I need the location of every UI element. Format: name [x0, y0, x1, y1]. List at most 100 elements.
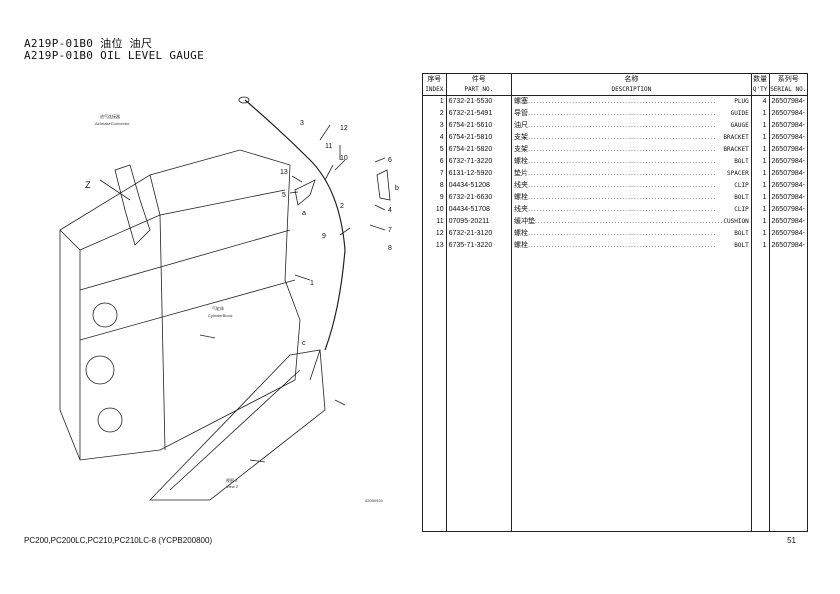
table-filler [422, 252, 809, 532]
callout-8: 8 [388, 245, 392, 252]
row-qty: 1 [750, 156, 770, 168]
row-index: 2 [422, 108, 447, 120]
callout-2: 2 [340, 203, 344, 210]
row-description: 螺栓 BOLT [510, 228, 752, 240]
air-intake-connector [114, 164, 151, 246]
desc-cn: 螺栓 [513, 194, 528, 201]
desc-en: CUSHION [723, 218, 749, 225]
row-qty: 1 [750, 216, 770, 228]
leader-dots [528, 192, 734, 204]
desc-en: BRACKET [723, 134, 749, 141]
row-description: 支架 BRACKET [510, 144, 752, 156]
view-z-label-en: View Z [226, 484, 239, 489]
row-qty: 1 [750, 180, 770, 192]
row-index: 4 [422, 132, 447, 144]
row-serial: 26507984- [768, 120, 809, 132]
leader-dots [535, 216, 723, 228]
callout-4: 4 [388, 207, 392, 214]
cylinder-label-cn: 气缸体 [212, 305, 224, 311]
row-description: 垫片SPACER [510, 168, 752, 180]
row-serial: 26507984- [768, 108, 809, 120]
desc-cn: 线夹 [513, 206, 528, 213]
leader-dots [528, 96, 734, 108]
row-description: 油尺 GAUGE [510, 120, 752, 132]
desc-en: BRACKET [723, 146, 749, 153]
row-part-no: 6732-21-3120 [445, 228, 512, 240]
desc-en: BOLT [734, 158, 749, 165]
row-index: 6 [422, 156, 447, 168]
desc-cn: 螺栓 [513, 230, 528, 237]
row-index: 7 [422, 168, 447, 180]
row-part-no: 04434-51208 [445, 180, 512, 192]
desc-en: CLIP [734, 182, 749, 189]
callout-6: 6 [388, 157, 392, 164]
row-part-no: 6754-21-5810 [445, 132, 512, 144]
desc-cn: 螺塞 [513, 98, 528, 105]
desc-cn: 线夹 [513, 182, 528, 189]
row-serial: 26507984- [768, 180, 809, 192]
desc-cn: 油尺 [513, 122, 528, 129]
row-description: 螺塞 PLUG [510, 95, 752, 108]
desc-cn: 螺栓 [513, 158, 528, 165]
leader-dots [528, 144, 723, 156]
desc-cn: 垫片 [513, 170, 528, 177]
dipstick-guide [244, 99, 346, 351]
row-index: 3 [422, 120, 447, 132]
footer-models: PC200,PC200LC,PC210,PC210LC-8 (YCPB20080… [24, 536, 213, 545]
desc-en: BOLT [734, 230, 749, 237]
row-part-no: 6732-21-5530 [445, 95, 512, 108]
view-z-label-cn: 视图 Z [226, 477, 238, 483]
engine-block-outline [59, 149, 301, 461]
desc-en: GUIDE [730, 110, 749, 117]
leader-dots [528, 156, 734, 168]
callout-9: 9 [322, 233, 326, 240]
callout-7: 7 [388, 227, 392, 234]
row-description: 线夹CLIP [510, 204, 752, 216]
desc-en: GAUGE [730, 122, 749, 129]
row-description: 支架BRACKET [510, 132, 752, 144]
row-index: 8 [422, 180, 447, 192]
row-description: 缓冲垫CUSHION [510, 216, 752, 228]
row-index: 1 [422, 95, 447, 108]
row-qty: 1 [750, 240, 770, 252]
desc-cn: 支架 [513, 146, 528, 153]
row-serial: 26507984- [768, 228, 809, 240]
row-serial: 26507984- [768, 95, 809, 108]
air-intake-label-en: AirIntakeConnector [95, 121, 130, 126]
row-part-no: 6732-21-5491 [445, 108, 512, 120]
row-part-no: 6754-21-5820 [445, 144, 512, 156]
row-serial: 26507984- [768, 192, 809, 204]
row-description: 螺栓 BOLT [510, 156, 752, 168]
desc-en: PLUG [734, 98, 749, 105]
ref-b: b [395, 185, 399, 192]
cylinder-label-en: CylinderBlock [208, 313, 232, 318]
row-part-no: 6732-71-3220 [445, 156, 512, 168]
callout-3: 3 [300, 120, 304, 127]
ref-c: c [302, 340, 306, 347]
row-serial: 26507984- [768, 132, 809, 144]
row-description: 螺栓BOLT [510, 192, 752, 204]
leader-dots [528, 180, 734, 192]
row-serial: 26507984- [768, 204, 809, 216]
drawing-number: 92050920 [365, 498, 384, 503]
row-index: 9 [422, 192, 447, 204]
title-en: A219P-01B0 OIL LEVEL GAUGE [24, 49, 204, 62]
leader-dots [528, 240, 734, 252]
desc-cn: 导管 [513, 110, 528, 117]
leader-dots [528, 132, 723, 144]
